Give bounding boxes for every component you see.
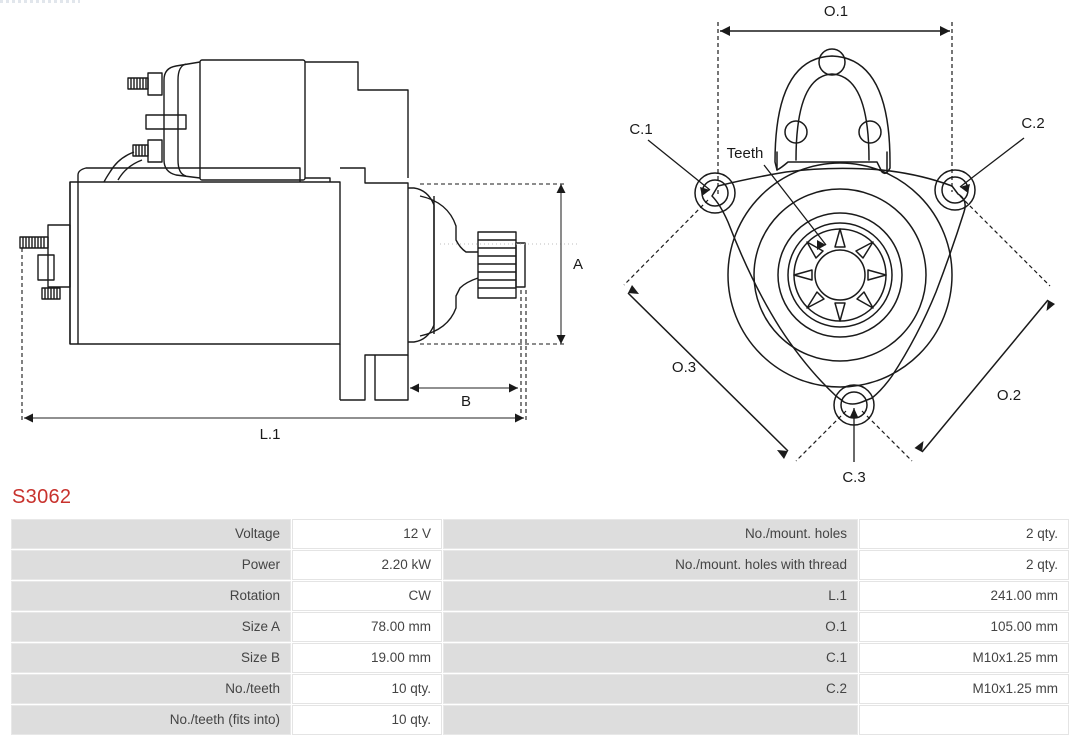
- dim-label-L1: L.1: [260, 426, 281, 443]
- solenoid-cap: [163, 61, 201, 179]
- page-title: S3062: [12, 486, 72, 508]
- solenoid-bracket: [145, 114, 187, 130]
- spec-value: 2 qty.: [859, 519, 1069, 549]
- terminal-stud-upper-thread: [127, 77, 149, 90]
- spec-label: Size A: [11, 612, 291, 642]
- leader-C3: C.3: [842, 408, 866, 486]
- spec-label: Voltage: [11, 519, 291, 549]
- dimension-O3: O.3: [623, 199, 847, 462]
- top-edge-remnant: [0, 0, 80, 3]
- pinion-ring-1: [777, 212, 903, 338]
- pinion-hub: [814, 249, 866, 301]
- spec-value: 78.00 mm: [292, 612, 442, 642]
- drive-boss-mid: [753, 188, 927, 362]
- leader-C1: C.1: [629, 121, 711, 196]
- spec-value: 105.00 mm: [859, 612, 1069, 642]
- spec-value: 19.00 mm: [292, 643, 442, 673]
- motor-body: [77, 167, 301, 182]
- spec-label: Size B: [11, 643, 291, 673]
- technical-drawings: A B L.1: [19, 3, 1055, 486]
- specifications-body: Voltage 12 V No./mount. holes 2 qty. Pow…: [11, 519, 1069, 735]
- nose-cone-inner: [419, 195, 479, 337]
- spec-value: 2.20 kW: [292, 550, 442, 580]
- spec-label: No./mount. holes with thread: [443, 550, 858, 580]
- table-row: Rotation CW L.1 241.00 mm: [11, 581, 1069, 611]
- spec-value: 12 V: [292, 519, 442, 549]
- dim-label-O2: O.2: [997, 387, 1021, 404]
- solenoid-terminal-center: [818, 48, 846, 76]
- terminal-stud-lower-nut: [147, 139, 163, 163]
- end-cap-boss: [37, 254, 55, 281]
- spec-label: O.1: [443, 612, 858, 642]
- mount-lug-c1: [694, 172, 736, 214]
- terminal-stud-lower-thread: [132, 144, 149, 157]
- starter-front-view: O.1 O.2 O.3: [623, 3, 1055, 486]
- dim-label-A: A: [573, 256, 583, 273]
- dim-label-C3: C.3: [842, 469, 865, 486]
- pinion-teeth: [793, 228, 887, 322]
- dim-label-O1: O.1: [824, 3, 848, 20]
- table-row: No./teeth 10 qty. C.2 M10x1.25 mm: [11, 674, 1069, 704]
- spec-label: No./mount. holes: [443, 519, 858, 549]
- through-bolt-upper: [19, 236, 49, 249]
- spec-value: 241.00 mm: [859, 581, 1069, 611]
- drive-end-flange: [340, 167, 409, 401]
- dim-label-Teeth: Teeth: [727, 145, 764, 162]
- spec-label: No./teeth: [11, 674, 291, 704]
- spec-value: 10 qty.: [292, 705, 442, 735]
- dimension-O1: O.1: [717, 3, 953, 195]
- table-row: Size B 19.00 mm C.1 M10x1.25 mm: [11, 643, 1069, 673]
- solenoid-body: [199, 59, 306, 181]
- spec-value: M10x1.25 mm: [859, 643, 1069, 673]
- solenoid-terminal-left: [784, 120, 808, 144]
- spec-value: 10 qty.: [292, 674, 442, 704]
- solenoid-base-skirt: [776, 151, 888, 173]
- dim-label-C2: C.2: [1021, 115, 1044, 132]
- table-row: Size A 78.00 mm O.1 105.00 mm: [11, 612, 1069, 642]
- spec-label: C.1: [443, 643, 858, 673]
- commutator-end-cap: [47, 224, 71, 288]
- solenoid-cap-seam: [177, 63, 187, 177]
- spec-label: L.1: [443, 581, 858, 611]
- table-row: Voltage 12 V No./mount. holes 2 qty.: [11, 519, 1069, 549]
- terminal-stud-upper-nut: [147, 72, 163, 96]
- dimension-O2: O.2: [861, 195, 1055, 462]
- spec-value: M10x1.25 mm: [859, 674, 1069, 704]
- table-row: No./teeth (fits into) 10 qty.: [11, 705, 1069, 735]
- pinion-ring-2: [787, 222, 893, 328]
- leader-C2: C.2: [959, 115, 1045, 193]
- solenoid-lead-wire: [103, 151, 135, 183]
- spec-label: Power: [11, 550, 291, 580]
- solenoid-inner-ring: [795, 73, 870, 161]
- starter-side-view: A B L.1: [19, 59, 583, 443]
- leader-Teeth: Teeth: [727, 145, 827, 250]
- yoke-top: [305, 61, 409, 178]
- mount-lug-c2: [934, 169, 976, 211]
- dim-label-B: B: [461, 393, 471, 410]
- pinion-shaft-end: [515, 242, 526, 288]
- dimension-A: A: [420, 183, 583, 345]
- dimension-B: B: [410, 290, 522, 415]
- housing-flange-outline: [711, 167, 966, 405]
- dim-label-O3: O.3: [672, 359, 696, 376]
- dim-label-C1: C.1: [629, 121, 652, 138]
- spec-label: Rotation: [11, 581, 291, 611]
- spec-label: No./teeth (fits into): [11, 705, 291, 735]
- spec-value: CW: [292, 581, 442, 611]
- spec-label-empty: [443, 705, 858, 735]
- solenoid-terminal-right: [858, 120, 882, 144]
- motor-yoke: [69, 181, 341, 345]
- specifications-table: Voltage 12 V No./mount. holes 2 qty. Pow…: [10, 518, 1070, 736]
- spec-label: C.2: [443, 674, 858, 704]
- spec-value-empty: [859, 705, 1069, 735]
- drive-boss-outer: [727, 162, 953, 388]
- dimension-L1: L.1: [21, 248, 527, 443]
- solenoid-outline-front: [774, 55, 891, 175]
- spec-value: 2 qty.: [859, 550, 1069, 580]
- drive-nose-cone: [408, 187, 435, 343]
- table-row: Power 2.20 kW No./mount. holes with thre…: [11, 550, 1069, 580]
